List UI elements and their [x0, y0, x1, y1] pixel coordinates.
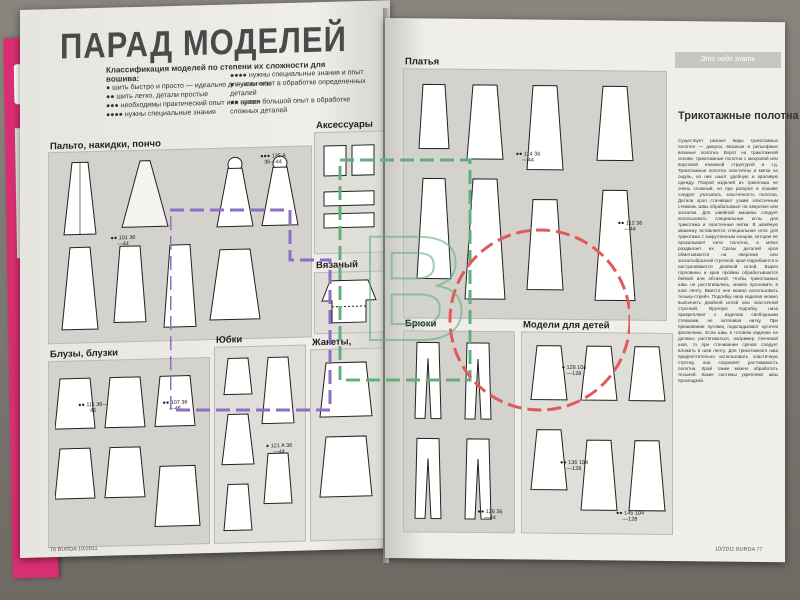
- column-title: Трикотажные полотна: [678, 110, 799, 122]
- section-accessories: Аксессуары: [316, 118, 373, 132]
- difficulty-legend-right: ●●●● нужны специальные знания и опыт ● н…: [230, 68, 380, 117]
- coat-sketch: [60, 158, 100, 239]
- jackets-sketches: [316, 356, 380, 533]
- dresses-sketches: [413, 78, 653, 311]
- cape-sketch: [120, 156, 170, 237]
- section-skirts: Юбки: [216, 334, 243, 346]
- kids-sketches: [527, 339, 667, 525]
- figure-label: ● 128 104—128: [561, 364, 587, 378]
- column-text: Существует разные виды трикотажных полот…: [678, 138, 778, 383]
- section-kids: Модели для детей: [523, 319, 610, 332]
- right-footer: 10/2011 BURDA 77: [715, 546, 763, 553]
- legend-item: ●● нужен большой опыт в обработке сложны…: [230, 96, 351, 116]
- figure-label: ●● 101 36—44: [110, 234, 136, 248]
- left-footer: 76 BURDA 10/2011: [50, 545, 98, 554]
- coats-row-sketches: [60, 238, 280, 334]
- figure-label: ● 121 A 36—44: [265, 442, 293, 456]
- figure-label: ●●● 135 A 36—44: [260, 153, 286, 166]
- section-tag: Это надо знать: [675, 52, 781, 68]
- blouses-sketches: [54, 365, 205, 539]
- section-dresses: Платья: [405, 56, 440, 68]
- figure-label: ●● 111 36—46: [78, 401, 108, 415]
- section-blouses: Блузы, блузки: [50, 347, 119, 361]
- section-pants: Брюки: [405, 318, 437, 330]
- sweater-sketch: [320, 276, 378, 328]
- figure-label: ●● 145 104—128: [615, 510, 645, 523]
- figure-label: ●● 107 36—46: [162, 399, 188, 413]
- accessories-sketches: [320, 141, 378, 243]
- hooded-cape-sketch: [215, 154, 255, 235]
- figure-label: ●● 126 36—44: [477, 508, 503, 522]
- pants-sketches: [409, 338, 509, 524]
- figure-label: ●● 136 104—128: [559, 459, 589, 473]
- figure-label: ●● 112 36—44: [617, 220, 643, 233]
- figure-label: ●● 114 36—44: [515, 151, 541, 164]
- left-page: ПАРАД МОДЕЛЕЙ Классификация моделей по с…: [20, 0, 390, 558]
